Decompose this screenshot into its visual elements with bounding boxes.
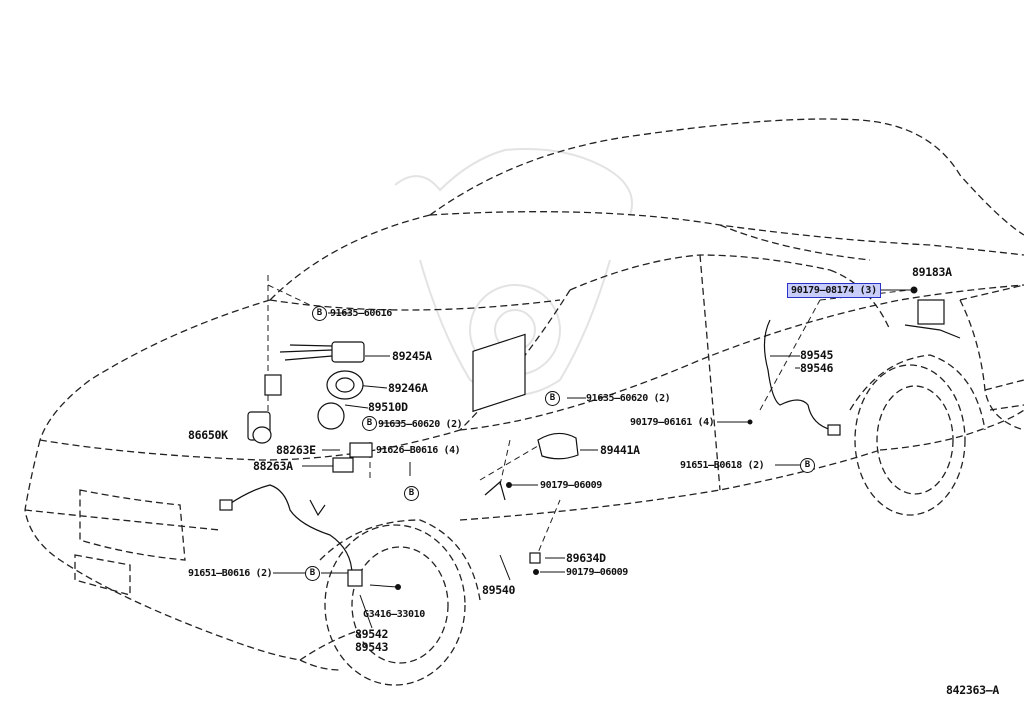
callout-91635-60620-front[interactable]: 91635–60620 (2) <box>378 419 463 430</box>
harness-89545-drawing <box>763 319 833 431</box>
callout-89183A[interactable]: 89183A <box>912 265 952 279</box>
sensor-89542-drawing <box>347 569 363 587</box>
wheels <box>319 354 986 686</box>
sensor-89183A-drawing <box>917 299 945 325</box>
callout-86650K[interactable]: 86650K <box>188 428 228 442</box>
sensor-89510D-drawing <box>317 402 345 430</box>
callout-91651-B0616[interactable]: 91651–B0616 (2) <box>188 568 273 579</box>
callout-89542[interactable]: 89542 <box>355 627 389 641</box>
callout-89246A[interactable]: 89246A <box>388 381 428 395</box>
callout-90179-06161[interactable]: 90179–06161 (4) <box>630 417 715 428</box>
figure-id: 842363–A <box>946 683 999 697</box>
bolt-marker: B <box>305 566 320 581</box>
relay-88263E-drawing <box>349 442 373 458</box>
callout-89634D[interactable]: 89634D <box>566 551 606 565</box>
callout-89543[interactable]: 89543 <box>355 640 389 654</box>
ecu-89540-drawing <box>472 333 526 413</box>
callout-91626-B0616[interactable]: 91626–B0616 (4) <box>376 445 461 456</box>
callout-88263A[interactable]: 88263A <box>253 459 293 473</box>
relay-88263A-drawing <box>332 457 354 473</box>
callout-G3416-33010[interactable]: G3416–33010 <box>363 609 425 620</box>
callout-89545[interactable]: 89545 <box>800 348 834 362</box>
bolt-marker: B <box>312 306 327 321</box>
connector-drawing <box>264 374 282 396</box>
bolt-marker: B <box>545 391 560 406</box>
callout-89441A[interactable]: 89441A <box>600 443 640 457</box>
callout-90179-08174-highlighted[interactable]: 90179–08174 (3) <box>787 283 881 298</box>
harness-front-drawing <box>227 484 353 576</box>
callout-88263E[interactable]: 88263E <box>276 443 316 457</box>
callout-91651-B0618[interactable]: 91651–B0618 (2) <box>680 460 765 471</box>
buzzer-89441A-drawing <box>537 432 579 460</box>
callout-89546[interactable]: 89546 <box>800 361 834 375</box>
callout-89540[interactable]: 89540 <box>482 583 516 597</box>
callout-91635-60620-rear[interactable]: 91635–60620 (2) <box>586 393 671 404</box>
callout-90179-06009-upper[interactable]: 90179–06009 <box>540 480 602 491</box>
callout-90179-06009-lower[interactable]: 90179–06009 <box>566 567 628 578</box>
bracket-89634D-drawing <box>529 552 541 564</box>
bolt-marker: B <box>404 486 419 501</box>
car-body-outline <box>24 118 1024 671</box>
module-89245A-drawing <box>331 341 365 363</box>
component-drawings <box>219 299 961 587</box>
nut-markers <box>395 286 918 590</box>
bolt-marker: B <box>362 416 377 431</box>
callout-89245A[interactable]: 89245A <box>392 349 432 363</box>
bolt-marker: B <box>800 458 815 473</box>
callout-89510D[interactable]: 89510D <box>368 400 408 414</box>
callout-91635-60616[interactable]: 91635–60616 <box>330 308 392 319</box>
